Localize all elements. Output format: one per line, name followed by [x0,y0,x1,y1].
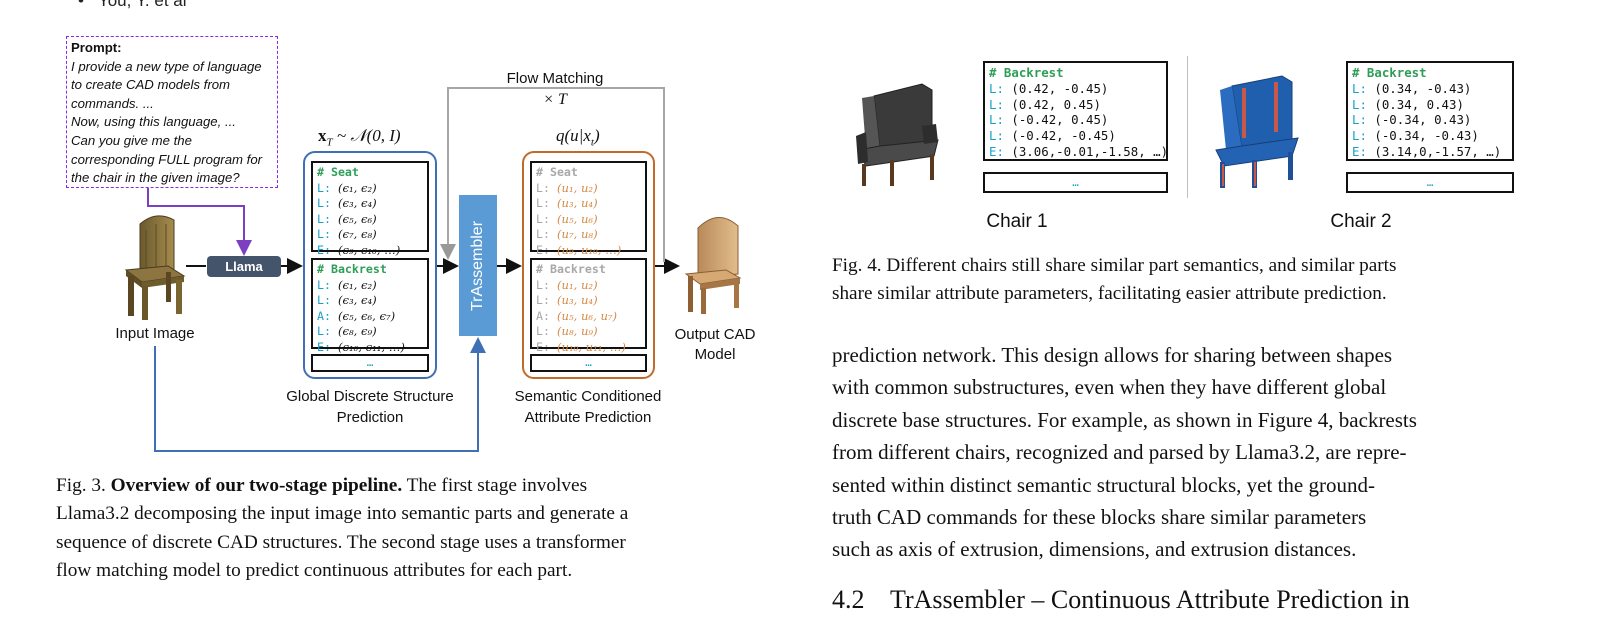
image-conditioning-arrow [154,337,486,452]
prompt-title: Prompt: [71,40,122,55]
paragraph-line: with common substructures, even when the… [832,375,1387,400]
section-heading: 4.2 TrAssembler – Continuous Attribute P… [832,585,1410,614]
code-header: # Backrest [1352,65,1427,80]
prompt-line: corresponding FULL program for [71,151,263,167]
chair2-image [1215,75,1299,188]
prompt-line: I provide a new type of language [71,58,262,74]
prompt-line: commands. ... [71,95,154,111]
prompt-arrow [147,188,252,256]
chair2-more-box: … [1346,172,1514,193]
more-blocks-box: … [311,354,429,372]
backrest-code-block: # Backrest L: (ϵ₁, ϵ₂) L: (ϵ₃, ϵ₄) A: (ϵ… [311,258,429,354]
paragraph-line: sented within distinct semantic structur… [832,472,1375,497]
code-header: # Seat [317,165,359,179]
paragraph-line: prediction network. This design allows f… [832,343,1393,367]
figure4-caption: Fig. 4. Different chairs still share sim… [832,255,1397,305]
prior-label: xT ~ 𝒩(0, I) [318,126,401,149]
chair2-label: Chair 2 [1330,211,1392,232]
trassembler-block: TrAssembler [459,195,497,336]
prompt-line: to create CAD models from [71,77,231,93]
flow-matching-label: Flow Matching [506,70,604,87]
code-header: # Backrest [317,262,387,276]
input-chair-image [124,215,186,320]
posterior-label: q(u|xt) [556,126,600,149]
code-header: # Backrest [989,65,1064,80]
flow-matching-loop [440,87,665,262]
chair1-more-box: … [983,172,1168,193]
figure3-connectors [147,87,680,452]
output-chair-image [684,217,742,314]
prompt-line: the chair in the given image? [71,170,240,186]
chair1-image [856,83,939,186]
page-header: • You, Y. et al [78,0,187,11]
input-image-label: Input Image [115,325,195,342]
paragraph-line: discrete base structures. For example, a… [832,407,1417,432]
chair1-code-block: # Backrest L: (0.42, -0.45) L: (0.42, 0.… [983,61,1168,161]
prompt-line: Now, using this language, ... [71,114,236,130]
prompt-box: Prompt: I provide a new type of language… [66,36,278,188]
times-t-label: × T [543,91,567,108]
attribute-group [522,151,655,379]
header-author: You, Y. et al [97,0,187,10]
llama-block: Llama [207,256,281,277]
seat-code-block: # Seat L: (ϵ₁, ϵ₂) L: (ϵ₃, ϵ₄) L: (ϵ₅, ϵ… [311,161,429,257]
more-attribute-blocks-box: … [530,354,647,372]
figure4-divider [1187,56,1188,198]
paragraph-line: from different chairs, recognized and pa… [832,440,1407,465]
chair2-code-block: # Backrest L: (0.34, -0.43) L: (0.34, 0.… [1346,61,1514,161]
body-paragraph: prediction network. This design allows f… [832,339,1560,566]
figure3-caption: Fig. 3. Overview of our two-stage pipeli… [56,475,629,581]
chair1-label: Chair 1 [986,211,1048,232]
code-header: # Backrest [536,262,606,276]
code-header: # Seat [536,165,578,179]
paragraph-line: truth CAD commands for these blocks shar… [832,505,1367,530]
seat-attribute-block: # Seat L: (u₁, u₂) L: (u₃, u₄) L: (u₅, u… [530,161,647,257]
header-bullet: • [78,0,84,10]
prompt-line: Can you give me the [71,132,192,148]
paragraph-line: such as axis of extrusion, dimensions, a… [832,537,1357,562]
backrest-attribute-block: # Backrest L: (u₁, u₂) L: (u₃, u₄) A: (u… [530,258,647,354]
structure-group [303,151,437,379]
